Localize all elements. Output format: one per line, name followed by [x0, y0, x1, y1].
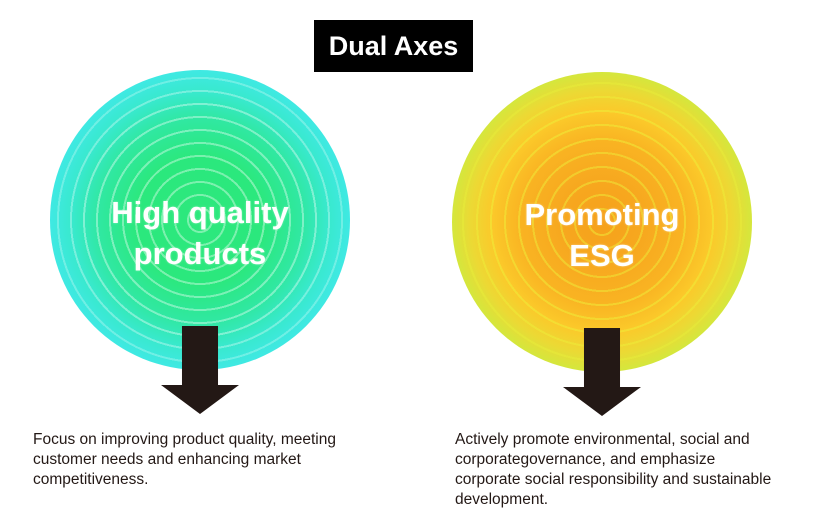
axis-description-promoting-esg: Actively promote environmental, social a… [455, 431, 772, 508]
axis-circle-high-quality: High quality products [50, 70, 350, 370]
axis-label-promoting-esg: Promoting ESG [524, 197, 680, 273]
axis-description-high-quality: Focus on improving product quality, meet… [33, 431, 336, 488]
axis-label-high-quality: High quality products [111, 195, 289, 271]
diagram-title-box: Dual Axes [314, 20, 473, 72]
diagram-title: Dual Axes [328, 30, 459, 61]
axis-circle-promoting-esg: Promoting ESG [452, 72, 752, 372]
